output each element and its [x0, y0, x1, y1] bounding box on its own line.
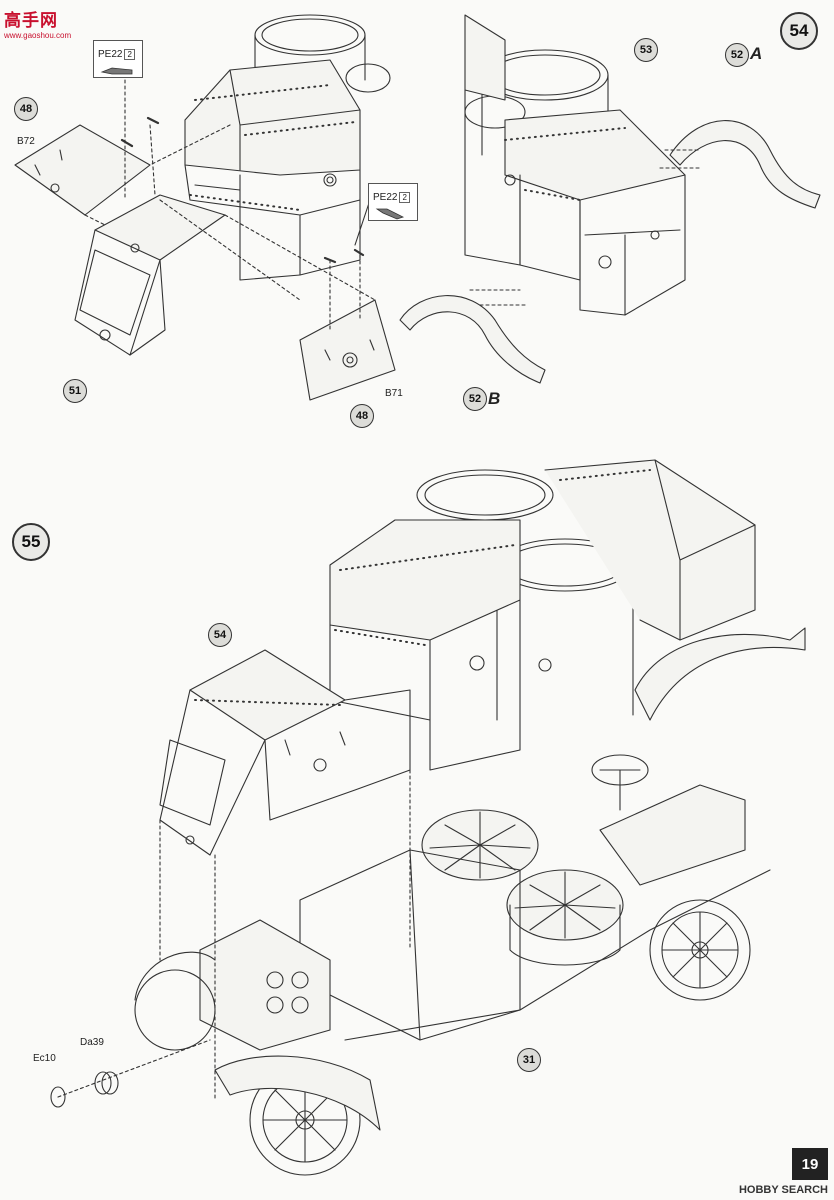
pe22-code: PE22 — [373, 192, 398, 203]
callout-52-b: 52 — [463, 387, 487, 411]
hobby-search-watermark: HOBBY SEARCH — [738, 1184, 828, 1196]
callout-52-a: 52 — [725, 43, 749, 67]
pe22-code: PE22 — [98, 49, 123, 60]
part-label-da39: Da39 — [80, 1037, 104, 1048]
step-number-54: 54 — [780, 12, 818, 50]
step55-drawing — [50, 459, 806, 1176]
callout-51: 51 — [63, 379, 87, 403]
callout-31: 31 — [517, 1048, 541, 1072]
pe-clip-icon — [375, 208, 405, 220]
site-watermark-name: 高手网 — [4, 11, 58, 30]
part-label-ec10: Ec10 — [33, 1053, 56, 1064]
callout-48-top: 48 — [14, 97, 38, 121]
callout-54: 54 — [208, 623, 232, 647]
pe22-quantity: 2 — [399, 192, 410, 203]
part-label-b71: B71 — [385, 388, 403, 399]
pe22-quantity: 2 — [124, 49, 135, 60]
step53-drawing — [14, 14, 396, 401]
step54-drawing — [399, 14, 821, 384]
site-watermark-url: www.gaoshou.com — [4, 31, 72, 40]
fender-letter-b: B — [488, 389, 501, 408]
page-number: 19 — [792, 1148, 828, 1180]
fender-letter-a: A — [750, 44, 763, 63]
callout-53: 53 — [634, 38, 658, 62]
part-label-b72: B72 — [17, 136, 35, 147]
site-watermark: 高手网 www.gaoshou.com — [4, 6, 71, 40]
callout-48-bottom: 48 — [350, 404, 374, 428]
step-number-55: 55 — [12, 523, 50, 561]
pe-clip-icon — [100, 67, 133, 75]
